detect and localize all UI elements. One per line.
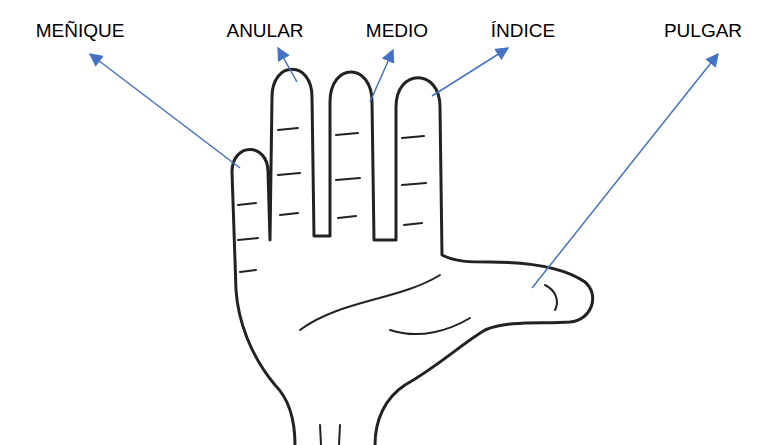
finger-label: ANULAR xyxy=(226,20,303,43)
leader-arrows xyxy=(90,48,718,288)
finger-label: ÍNDICE xyxy=(491,20,555,43)
finger-label: MEÑIQUE xyxy=(36,20,125,43)
finger-label: MEDIO xyxy=(366,20,428,43)
hand-outline xyxy=(232,69,593,445)
finger-label: PULGAR xyxy=(664,20,742,43)
